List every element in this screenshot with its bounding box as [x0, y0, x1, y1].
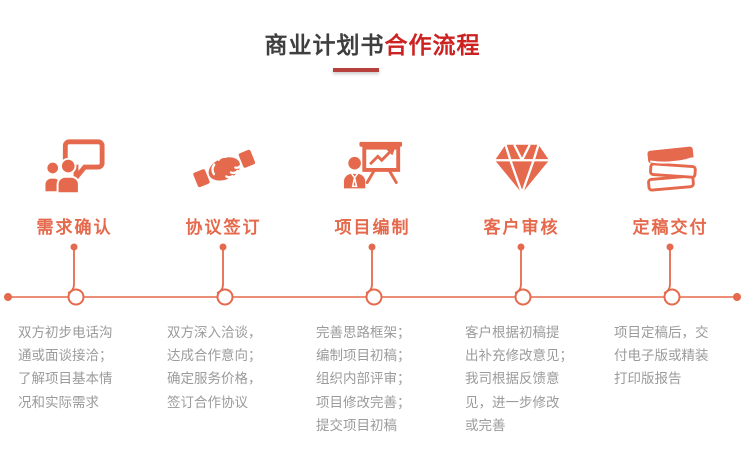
step-delivery: 定稿交付 [596, 137, 745, 238]
handshake-icon [192, 137, 255, 199]
step-review: 客户审核 [447, 137, 596, 238]
people-chat-icon [44, 137, 106, 199]
timeline-node-3 [365, 243, 383, 306]
steps-row: 需求确认 协议签订 [0, 137, 745, 238]
timeline-node-1 [67, 243, 85, 306]
step-description: 完善思路框架； 编制项目初稿； 组织内部评审； 项目修改完善； 提交项目初稿 [316, 325, 411, 433]
step-label: 项目编制 [334, 218, 411, 237]
diamond-icon [491, 137, 553, 199]
timeline-end-dot [733, 293, 741, 301]
timeline-start-dot [4, 293, 12, 301]
title-prefix: 商业计划书 [264, 32, 385, 58]
timeline-node-5 [663, 243, 681, 306]
step-requirement: 需求确认 [0, 137, 149, 238]
step-preparation: 项目编制 [298, 137, 447, 238]
presentation-chart-icon [342, 137, 404, 199]
step-description: 项目定稿后，交 付电子版或精装 打印版报告 [614, 325, 709, 387]
timeline-node-2 [216, 243, 234, 306]
step-description: 客户根据初稿提 出补充修改意见； 我司根据反馈意 见，进一步修改 或完善 [465, 325, 573, 433]
title-highlight: 合作流程 [384, 32, 481, 58]
step-label: 协议签订 [185, 218, 262, 237]
step-description: 双方初步电话沟 通或面谈接洽； 了解项目基本情 况和实际需求 [18, 325, 113, 410]
step-label: 需求确认 [36, 218, 113, 237]
timeline [4, 243, 741, 306]
step-agreement: 协议签订 [149, 137, 298, 238]
step-label: 定稿交付 [632, 218, 709, 237]
step-description: 双方深入洽谈， 达成合作意向； 确定服务价格， 签订合作协议 [167, 325, 262, 410]
title-underline [333, 68, 379, 72]
books-stack-icon [640, 137, 702, 199]
timeline-node-4 [514, 243, 532, 306]
page-title: 商业计划书合作流程 [0, 26, 745, 60]
step-label: 客户审核 [483, 218, 560, 237]
descriptions-row: 双方初步电话沟 通或面谈接洽； 了解项目基本情 况和实际需求 双方深入洽谈， 达… [0, 321, 745, 437]
